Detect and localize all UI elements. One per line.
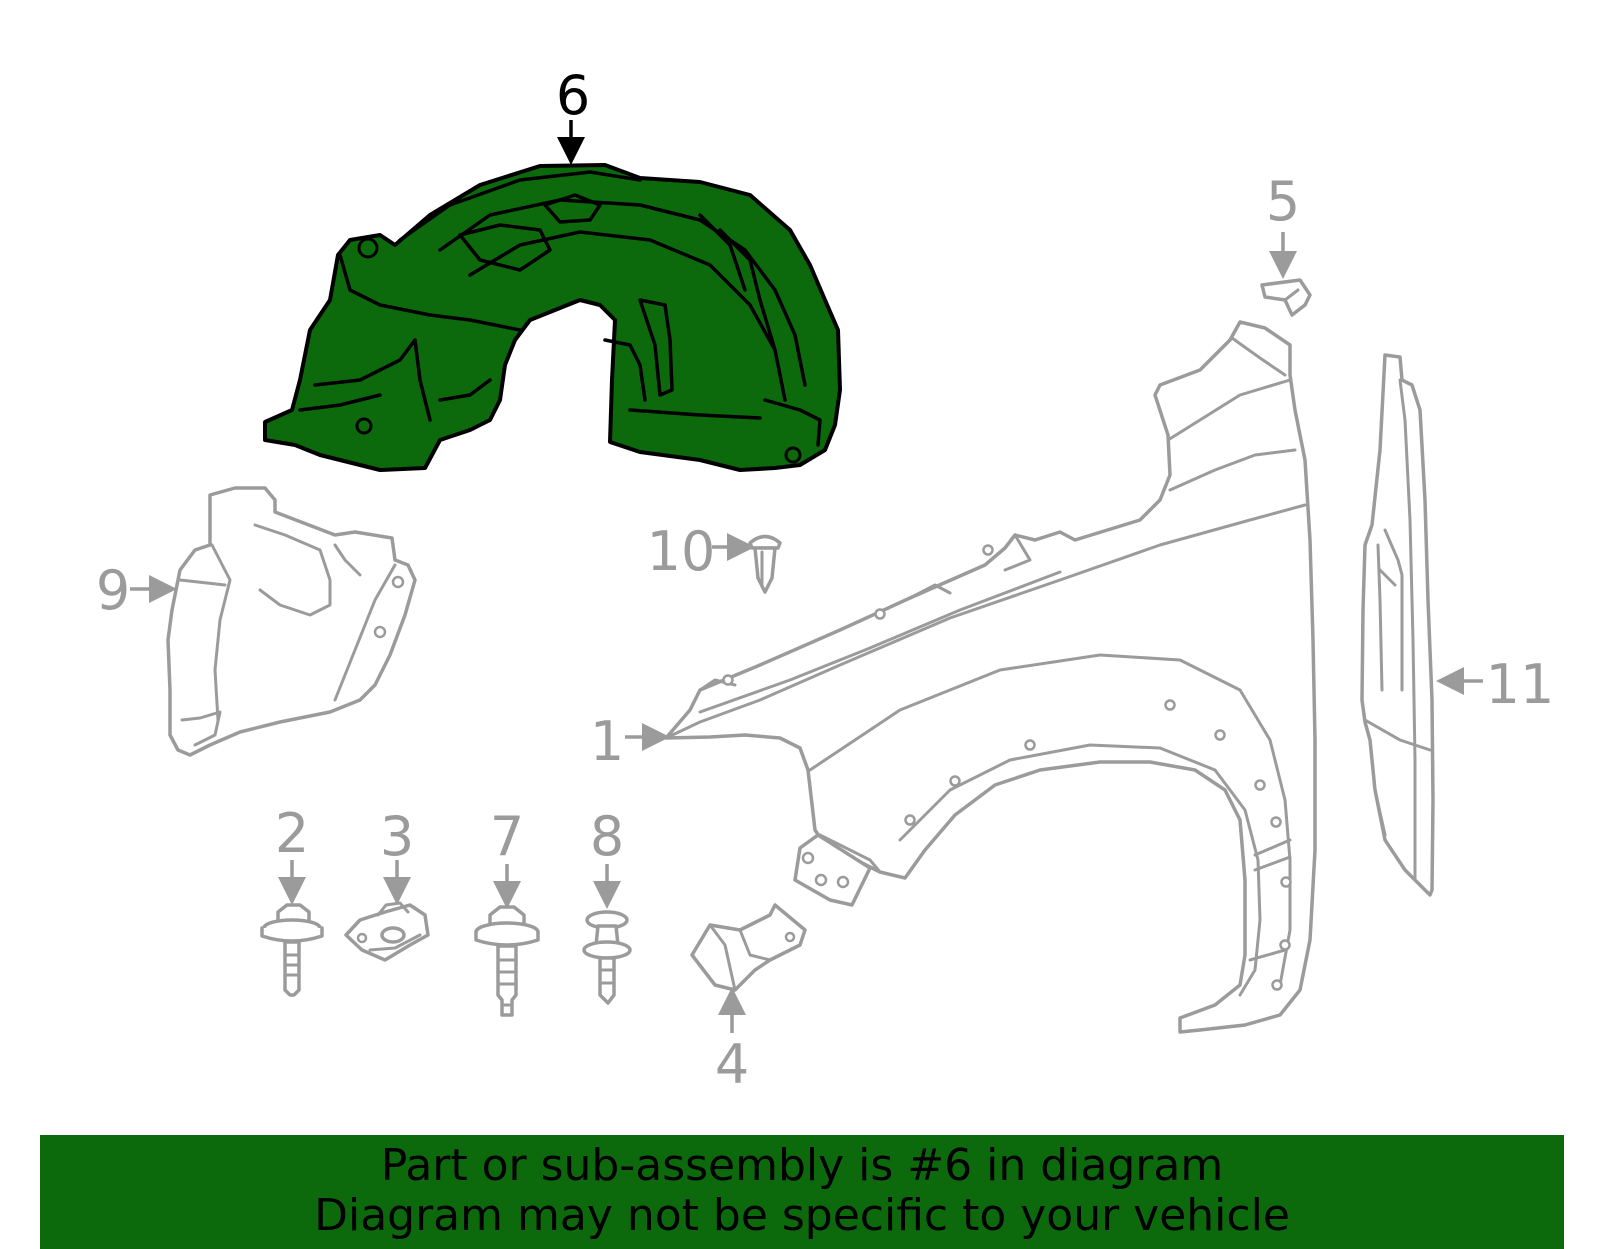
callout-9: 9 [96,559,130,622]
info-banner: Part or sub-assembly is #6 in diagram Di… [40,1135,1564,1249]
part-8-retainer[interactable] [582,910,632,1005]
callout-2: 2 [275,802,309,865]
callout-10: 10 [647,520,716,583]
part-7-bolt[interactable] [474,905,540,1017]
callout-4: 4 [715,1033,749,1096]
callout-1: 1 [590,710,624,773]
banner-line-2: Diagram may not be specific to your vehi… [314,1190,1290,1241]
callout-11: 11 [1486,653,1555,716]
banner-line-1: Part or sub-assembly is #6 in diagram [380,1140,1224,1191]
callout-7: 7 [490,805,524,868]
part-6-fender-liner[interactable] [263,163,842,472]
part-1-fender[interactable] [664,320,1317,1034]
part-11-seal[interactable] [1360,353,1435,897]
part-4-bracket[interactable] [690,903,807,992]
callout-3: 3 [380,805,414,868]
part-9-splash-shield[interactable] [166,486,417,757]
part-5-bracket[interactable] [1260,278,1312,317]
part-2-bolt[interactable] [260,903,324,997]
part-3-u-nut[interactable] [344,901,430,962]
callout-6: 6 [556,64,590,127]
part-10-push-pin[interactable] [748,534,782,594]
callout-5: 5 [1266,170,1300,233]
callout-8: 8 [590,805,624,868]
